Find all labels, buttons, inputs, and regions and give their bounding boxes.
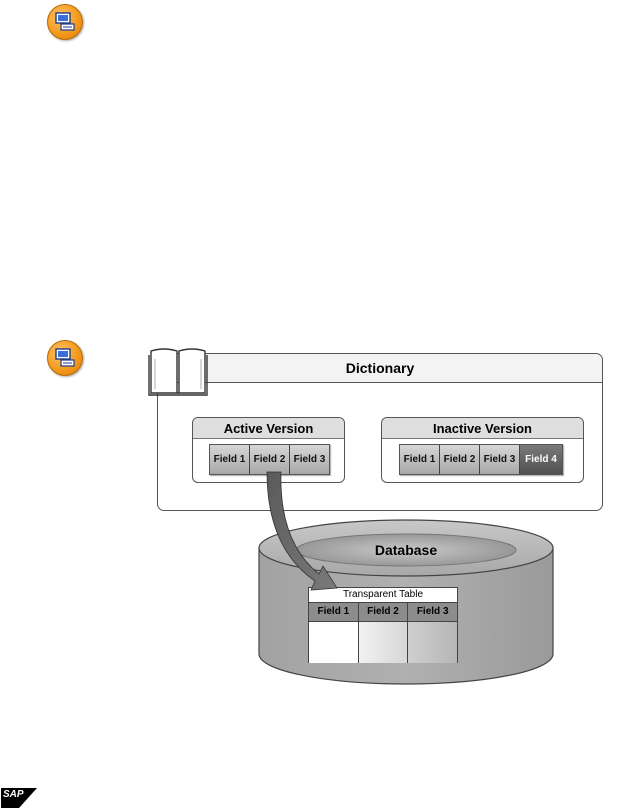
active-version-fields: Field 1 Field 2 Field 3 (209, 444, 330, 475)
inactive-version-fields: Field 1 Field 2 Field 3 Field 4 (399, 444, 563, 475)
book-icon (148, 348, 208, 396)
sap-logo-text: SAP (3, 789, 24, 800)
dictionary-header: Dictionary (158, 354, 602, 383)
presentation-icon (47, 4, 83, 40)
transparent-table-header: Field 1 Field 2 Field 3 (309, 603, 458, 621)
inactive-field-4-new: Field 4 (520, 445, 562, 474)
sap-logo (1, 788, 37, 808)
table-field-2: Field 2 (358, 603, 409, 621)
transparent-table-body (309, 621, 458, 663)
table-field-3: Field 3 (408, 603, 458, 621)
active-field-3: Field 3 (290, 445, 329, 474)
transparent-table: Transparent Table Field 1 Field 2 Field … (308, 587, 458, 663)
arrow-icon (266, 471, 338, 591)
active-field-2: Field 2 (250, 445, 290, 474)
inactive-version-title: Inactive Version (382, 418, 583, 439)
database-title: Database (374, 542, 438, 558)
inactive-field-1: Field 1 (400, 445, 440, 474)
dictionary-title: Dictionary (345, 360, 415, 376)
transparent-table-title: Transparent Table (309, 588, 457, 603)
table-field-1: Field 1 (309, 603, 359, 621)
inactive-field-3: Field 3 (480, 445, 520, 474)
active-field-1: Field 1 (210, 445, 250, 474)
active-version-title: Active Version (193, 418, 344, 439)
inactive-field-2: Field 2 (440, 445, 480, 474)
presentation-icon (47, 340, 83, 376)
